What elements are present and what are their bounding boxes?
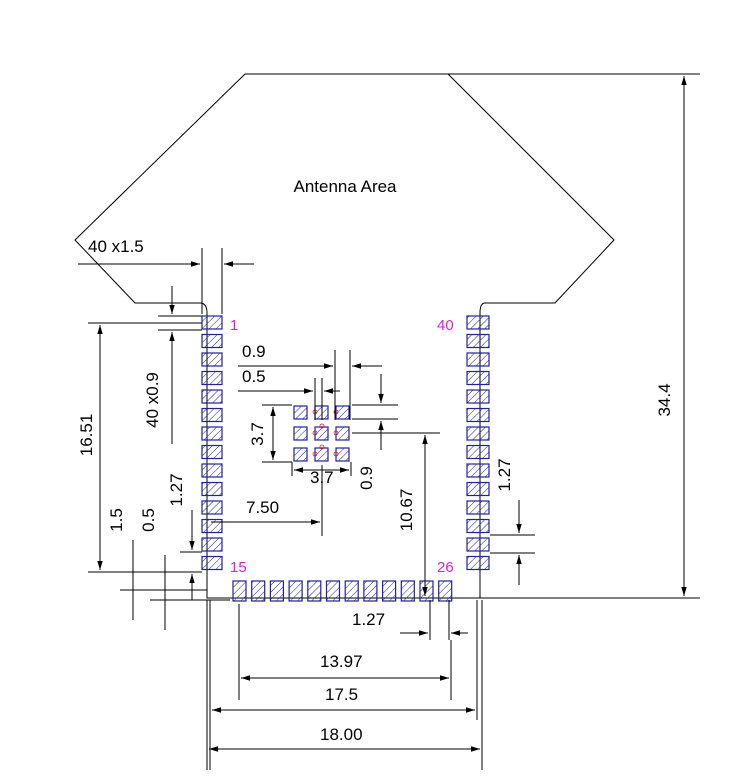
dim-0-9-label: 0.9 bbox=[242, 342, 266, 361]
left-pad bbox=[201, 444, 223, 460]
pin-26-label: 26 bbox=[437, 559, 454, 576]
dim-right-pitch bbox=[490, 500, 535, 585]
bottom-pad bbox=[232, 580, 247, 602]
dim-pad-width bbox=[78, 248, 254, 314]
right-pad bbox=[466, 500, 490, 515]
pin-1-label: 1 bbox=[230, 317, 238, 334]
dim-16-51-label: 16.51 bbox=[77, 414, 96, 457]
left-pad-column bbox=[201, 315, 223, 571]
left-pad bbox=[201, 518, 223, 534]
bottom-pad bbox=[307, 580, 322, 602]
right-pad bbox=[466, 370, 490, 386]
via-dot bbox=[319, 444, 325, 450]
left-pad bbox=[201, 333, 223, 349]
dim-13-97-label: 13.97 bbox=[320, 652, 363, 671]
dim-34-4-label: 34.4 bbox=[655, 383, 674, 416]
right-pad bbox=[466, 537, 490, 552]
left-pad bbox=[201, 315, 223, 330]
right-pad bbox=[466, 407, 490, 423]
bottom-pad bbox=[438, 580, 453, 602]
via-dot bbox=[312, 451, 318, 457]
right-pad bbox=[466, 481, 490, 497]
dim-1-5-label: 1.5 bbox=[107, 508, 126, 532]
dim-bottom-pitch bbox=[400, 600, 468, 640]
center-pad bbox=[314, 426, 329, 441]
via-dot bbox=[333, 430, 339, 436]
right-pad-column bbox=[466, 315, 490, 571]
right-pad bbox=[466, 315, 490, 330]
center-pad bbox=[335, 447, 350, 462]
center-ground-pads bbox=[293, 405, 350, 462]
center-pad bbox=[293, 447, 308, 462]
dim-18-00-label: 18.00 bbox=[320, 725, 363, 744]
antenna-area-label: Antenna Area bbox=[293, 177, 397, 196]
right-pad bbox=[466, 555, 490, 571]
dim-center-pitch bbox=[238, 350, 382, 420]
left-pad bbox=[201, 389, 223, 404]
dim-left-bottom bbox=[120, 510, 230, 630]
dim-left-span bbox=[88, 322, 202, 573]
via-dot bbox=[333, 409, 339, 415]
left-pad bbox=[201, 481, 223, 497]
left-pad bbox=[201, 500, 223, 515]
bottom-pad bbox=[325, 580, 341, 602]
right-pad bbox=[466, 333, 490, 349]
center-pad bbox=[335, 405, 350, 420]
right-pad bbox=[466, 426, 490, 441]
left-pad bbox=[201, 555, 223, 571]
via-dot bbox=[312, 430, 318, 436]
right-pad bbox=[466, 444, 490, 460]
via-dot bbox=[319, 423, 325, 429]
dim-17-5-label: 17.5 bbox=[325, 685, 358, 704]
left-pad bbox=[201, 463, 223, 478]
dim-0-9-vertical-label: 0.9 bbox=[357, 466, 376, 490]
dim-total-height bbox=[448, 73, 700, 599]
via-dot bbox=[333, 451, 339, 457]
pin-40-label: 40 bbox=[437, 317, 454, 334]
left-pad bbox=[201, 370, 223, 386]
dim-1-27-bottom-label: 1.27 bbox=[352, 610, 385, 629]
right-pad bbox=[466, 463, 490, 478]
dim-pad-height bbox=[158, 286, 202, 444]
pin-15-label: 15 bbox=[230, 559, 247, 576]
dim-40x0-9-label: 40 x0.9 bbox=[143, 372, 162, 428]
bottom-pad bbox=[419, 580, 434, 602]
bottom-pad bbox=[288, 580, 303, 602]
bottom-pad-row bbox=[232, 580, 453, 602]
dim-span-17-5 bbox=[209, 600, 478, 770]
bottom-pad bbox=[344, 580, 359, 602]
bottom-pad bbox=[251, 580, 266, 602]
dim-center-x-offset bbox=[211, 465, 323, 536]
right-pad bbox=[466, 389, 490, 404]
dim-7-50-label: 7.50 bbox=[246, 498, 279, 517]
dim-bottom-pad-span bbox=[238, 604, 452, 700]
dim-40x1-5-label: 40 x1.5 bbox=[88, 237, 144, 256]
center-pad bbox=[293, 426, 308, 441]
dim-10-67-label: 10.67 bbox=[397, 489, 416, 532]
dim-1-27-left-label: 1.27 bbox=[167, 473, 186, 506]
left-pad bbox=[201, 407, 223, 423]
dim-center-height bbox=[262, 404, 292, 463]
left-pad bbox=[201, 352, 223, 367]
left-pad bbox=[201, 426, 223, 441]
dim-center-y-offset bbox=[352, 432, 440, 596]
right-pad bbox=[466, 518, 490, 534]
dim-1-27-right-label: 1.27 bbox=[495, 458, 514, 491]
left-pad bbox=[201, 537, 223, 552]
bottom-pad bbox=[400, 580, 415, 602]
center-pad bbox=[293, 405, 308, 420]
bottom-pad bbox=[363, 580, 378, 602]
bottom-pad bbox=[382, 580, 397, 602]
dim-center-gap bbox=[352, 374, 398, 450]
right-pad bbox=[466, 352, 490, 367]
dim-0-5-left-label: 0.5 bbox=[139, 508, 158, 532]
dim-3-7-height-label: 3.7 bbox=[248, 422, 267, 446]
dim-0-5-label: 0.5 bbox=[242, 367, 266, 386]
center-pad bbox=[335, 426, 350, 441]
dim-span-18 bbox=[206, 600, 483, 770]
center-pad bbox=[314, 447, 329, 462]
bottom-pad bbox=[269, 580, 284, 602]
